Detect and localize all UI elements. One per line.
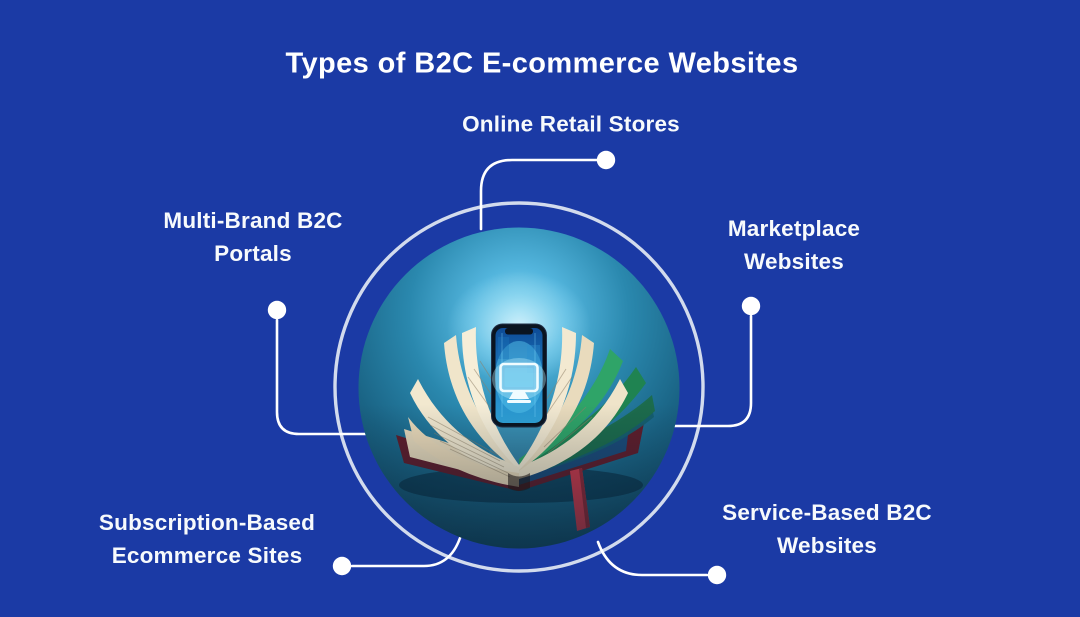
circle-bottom-vignette [358, 227, 680, 549]
label-line: Online Retail Stores [462, 111, 680, 137]
label-line: Service-Based B2C [722, 500, 932, 525]
label-line: Websites [777, 533, 877, 558]
node-label-service-based-b2c-websites: Service-Based B2C Websites [722, 496, 932, 562]
page-title: Types of B2C E-commerce Websites [285, 47, 799, 80]
connector-marketplace-websites [673, 314, 753, 428]
node-label-multi-brand-b2c-portals: Multi-Brand B2C Portals [163, 204, 342, 270]
diagram-ring [333, 201, 705, 573]
node-label-marketplace-websites: Marketplace Websites [728, 212, 860, 278]
connector-subscription-based-ecommerce-sites [350, 536, 462, 568]
node-label-online-retail-stores: Online Retail Stores [462, 108, 680, 141]
node-dot-service-based-b2c-websites [707, 565, 727, 585]
label-line: Ecommerce Sites [111, 543, 303, 568]
label-line: Websites [744, 249, 844, 274]
node-dot-multi-brand-b2c-portals [267, 300, 287, 320]
connector-multi-brand-b2c-portals [275, 318, 368, 436]
label-line: Subscription-Based [98, 510, 316, 535]
node-dot-subscription-based-ecommerce-sites [332, 556, 352, 576]
label-line: Marketplace [727, 216, 861, 241]
connector-service-based-b2c-websites [596, 540, 709, 577]
connector-online-retail-stores [479, 158, 599, 231]
node-label-subscription-based-ecommerce-sites: Subscription-Based Ecommerce Sites [99, 506, 315, 572]
node-dot-online-retail-stores [596, 150, 616, 170]
node-dot-marketplace-websites [741, 296, 761, 316]
label-line: Portals [214, 241, 292, 266]
label-line: Multi-Brand B2C [163, 208, 343, 233]
book-phone-illustration [358, 227, 680, 549]
